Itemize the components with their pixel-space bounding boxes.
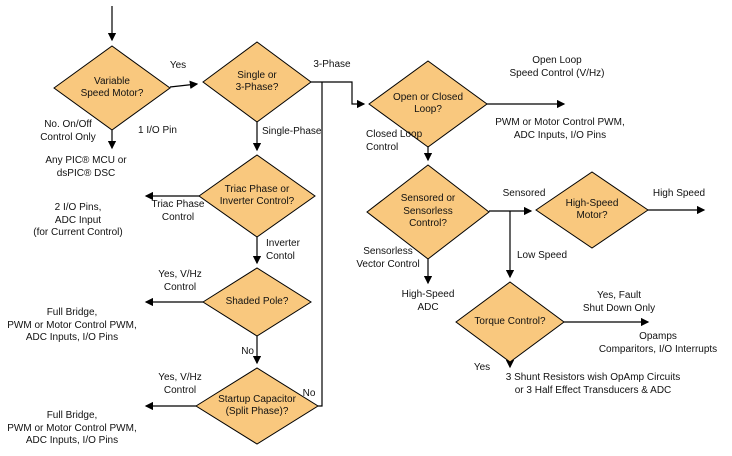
sensored-or-sensorless-diamond <box>366 164 490 260</box>
edge-label-triac-phase-control: Triac Phase Control <box>151 199 205 223</box>
single-or-3phase-diamond <box>202 41 312 123</box>
edge-label-no-shaded: No <box>241 346 254 357</box>
edge-label-low-speed: Low Speed <box>517 250 568 261</box>
torque-control-diamond <box>455 281 565 363</box>
annotation-high-speed-adc: High-Speed ADC <box>401 289 455 313</box>
edge-label-1-io-pin: 1 I/O Pin <box>138 125 177 136</box>
edge-label-3phase: 3-Phase <box>313 59 351 70</box>
high-speed-motor-diamond <box>535 171 649 249</box>
annotation-full-bridge-startup: Full Bridge, PWM or Motor Control PWM, A… <box>7 410 137 446</box>
annotation-2-io-pins: 2 I/O Pins, ADC Input (for Current Contr… <box>33 202 123 238</box>
shaded-pole-diamond <box>202 267 312 337</box>
edge-label-inverter-control: Inverter Contol <box>266 238 300 262</box>
edge-label-high-speed: High Speed <box>652 188 706 199</box>
annotation-pwm-motor-control: PWM or Motor Control PWM, ADC Inputs, I/… <box>495 117 625 141</box>
annotation-full-bridge-shaded: Full Bridge, PWM or Motor Control PWM, A… <box>7 307 137 343</box>
edge-label-single-phase: Single-Phase <box>262 126 322 137</box>
edge-label-sensored: Sensored <box>502 188 546 199</box>
triac-or-inverter-diamond <box>198 154 316 238</box>
edge-no-loop <box>318 82 323 407</box>
edge-label-closed-loop: Closed Loop Control <box>366 129 423 153</box>
variable-speed-motor-diamond <box>53 45 171 131</box>
edge-label-yes-fault: Yes, Fault Shut Down Only <box>582 290 656 314</box>
edge-3phase <box>311 81 366 109</box>
annotation-shunt-resistors: 3 Shunt Resistors wish OpAmp Circuits or… <box>505 372 681 396</box>
edge-label-yes-vhz-shaded: Yes, V/Hz Control <box>158 269 202 293</box>
startup-capacitor-diamond <box>195 367 319 445</box>
annotation-opamps: Opamps Comparitors, I/O Interrupts <box>598 331 718 355</box>
edge-label-yes: Yes <box>169 60 187 71</box>
edge-label-open-loop: Open Loop Speed Control (V/Hz) <box>509 55 605 79</box>
edge-label-yes-vhz-startup: Yes, V/Hz Control <box>158 372 202 396</box>
edge-label-no-on-off: No. On/Off Control Only <box>40 119 96 143</box>
edge-label-sensorless-vector: Sensorless Vector Control <box>356 246 420 270</box>
edge-label-no-startup: No <box>302 388 316 399</box>
edge-label-yes-torque: Yes <box>473 362 491 373</box>
open-or-closed-loop-diamond <box>368 60 488 148</box>
edge-d1-yes <box>169 80 199 89</box>
annotation-any-pic-mcu: Any PIC® MCU or dsPIC® DSC <box>45 155 127 179</box>
